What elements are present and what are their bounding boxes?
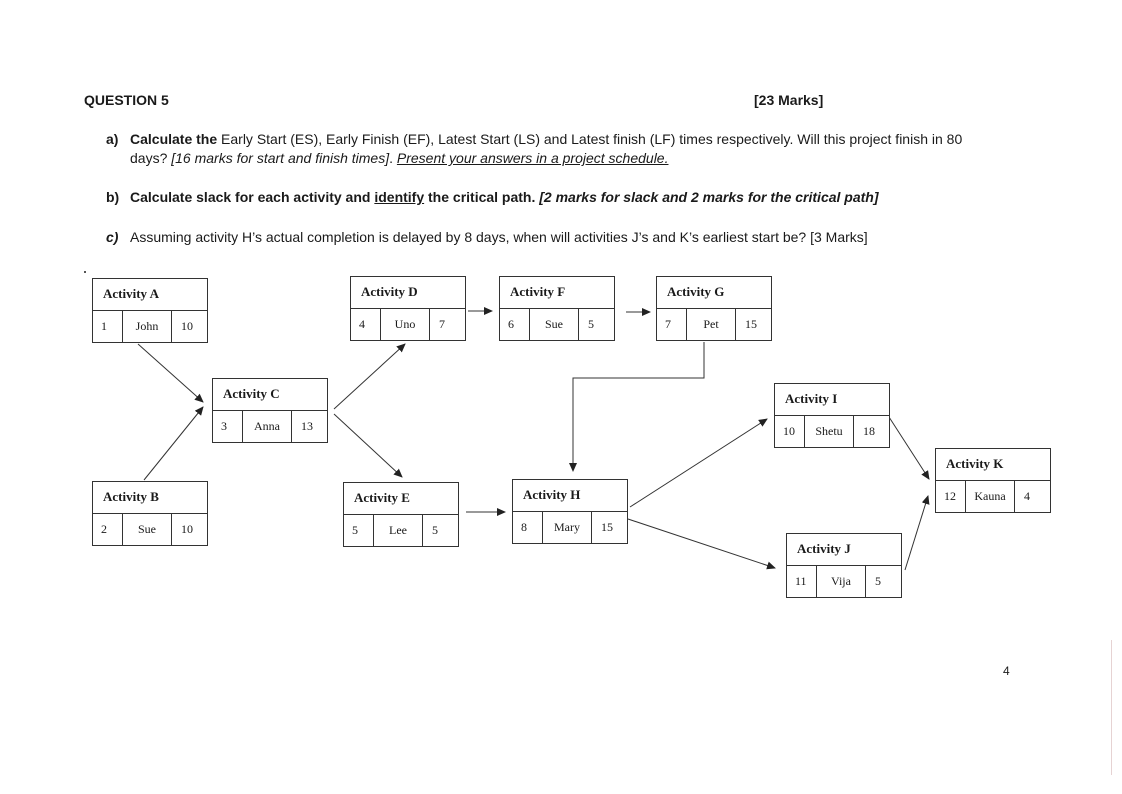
activity-person: Uno	[381, 309, 430, 340]
scan-edge-line	[1111, 640, 1112, 775]
edge-b-c	[143, 406, 204, 481]
part-a: a) Calculate the Early Start (ES), Early…	[106, 130, 986, 168]
activity-duration: 10	[181, 319, 193, 333]
activity-number: 5	[344, 515, 374, 546]
activity-title: Activity D	[351, 277, 465, 309]
activity-person: Kauna	[966, 481, 1015, 512]
part-a-text1: Early Start (ES), Early Finish (EF), Lat…	[130, 131, 963, 166]
part-a-italic: [16 marks for start and finish times]	[171, 150, 390, 166]
activity-number: 8	[513, 512, 543, 543]
scan-speck	[84, 271, 86, 273]
question-title: QUESTION 5	[84, 92, 169, 108]
edge-c-d	[333, 343, 406, 410]
activity-duration: 4	[1024, 489, 1030, 503]
part-a-text: Calculate the Early Start (ES), Early Fi…	[130, 130, 986, 168]
activity-person: Shetu	[805, 416, 854, 447]
part-a-bold-lead: Calculate the	[130, 131, 218, 147]
activity-duration: 10	[181, 522, 193, 536]
edge-h-i	[629, 418, 768, 508]
part-b-underlined: identify	[374, 189, 425, 205]
activity-duration: 5	[588, 317, 594, 331]
part-c-text: Assuming activity H’s actual completion …	[130, 229, 868, 245]
activity-title: Activity H	[513, 480, 627, 512]
activity-person: Sue	[123, 514, 172, 545]
page-number: 4	[1003, 664, 1010, 678]
edge-h-j	[627, 518, 776, 570]
activity-number: 1	[93, 311, 123, 342]
activity-title: Activity F	[500, 277, 614, 309]
activity-duration: 18	[863, 424, 875, 438]
part-b-text: Calculate slack for each activity and id…	[130, 188, 986, 207]
activity-duration: 5	[875, 574, 881, 588]
activity-duration: 5	[432, 523, 438, 537]
activity-title: Activity J	[787, 534, 901, 566]
activity-title: Activity C	[213, 379, 327, 411]
activity-number: 4	[351, 309, 381, 340]
activity-person: Sue	[530, 309, 579, 340]
activity-title: Activity K	[936, 449, 1050, 481]
activity-person: Lee	[374, 515, 423, 546]
part-b-text1: Calculate slack for each activity and	[130, 189, 375, 205]
activity-title: Activity G	[657, 277, 771, 309]
activity-person: Mary	[543, 512, 592, 543]
activity-number: 3	[213, 411, 243, 442]
activity-person: Pet	[687, 309, 736, 340]
part-c-label: c)	[106, 229, 119, 245]
activity-duration: 15	[601, 520, 613, 534]
part-b-text2: the critical path.	[424, 189, 540, 205]
question-marks: [23 Marks]	[754, 92, 824, 108]
edge-c-e	[333, 413, 403, 478]
edge-j-k	[904, 495, 930, 571]
part-a-text2: .	[389, 150, 397, 166]
activity-title: Activity B	[93, 482, 207, 514]
activity-title: Activity A	[93, 279, 207, 311]
edge-a-c	[137, 343, 204, 403]
part-a-label: a)	[106, 131, 119, 147]
edge-i-k	[888, 416, 930, 480]
part-b-label: b)	[106, 189, 120, 205]
part-b: b) Calculate slack for each activity and…	[106, 188, 986, 207]
activity-person: Vija	[817, 566, 866, 597]
activity-person: Anna	[243, 411, 292, 442]
edge-g-h	[569, 342, 705, 472]
activity-number: 10	[775, 416, 805, 447]
activity-person: John	[123, 311, 172, 342]
part-c: c) Assuming activity H’s actual completi…	[106, 228, 986, 247]
activity-number: 12	[936, 481, 966, 512]
activity-number: 2	[93, 514, 123, 545]
activity-number: 7	[657, 309, 687, 340]
activity-duration: 7	[439, 317, 445, 331]
activity-number: 6	[500, 309, 530, 340]
activity-title: Activity I	[775, 384, 889, 416]
activity-number: 11	[787, 566, 817, 597]
part-a-instruction: Present your answers in a project schedu…	[396, 150, 669, 166]
part-b-italic: [2 marks for slack and 2 marks for the c…	[539, 189, 879, 205]
activity-title: Activity E	[344, 483, 458, 515]
activity-duration: 13	[301, 419, 313, 433]
activity-duration: 15	[745, 317, 757, 331]
